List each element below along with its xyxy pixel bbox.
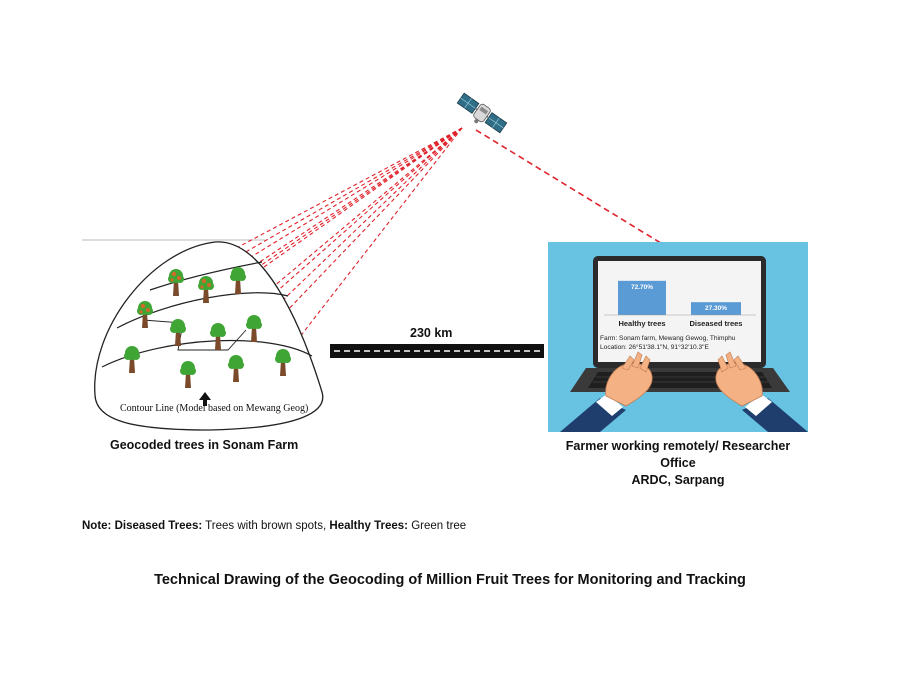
diseased-bar-label: Diseased trees <box>690 319 743 328</box>
hill-outline <box>94 241 324 431</box>
legend-note: Note: Diseased Trees: Trees with brown s… <box>82 520 466 532</box>
office-caption: Farmer working remotely/ Researcher Offi… <box>548 438 808 489</box>
healthy-tree-icon <box>228 355 244 382</box>
contour-line-3 <box>149 261 263 291</box>
farm-hill <box>94 241 324 431</box>
office-caption-line2: ARDC, Sarpang <box>631 473 725 487</box>
office-scene: 72.70% 27.30% Healthy trees Diseased tree… <box>548 242 808 432</box>
note-diseased-term: Diseased Trees: <box>114 520 203 532</box>
contour-arrow-icon <box>199 392 211 406</box>
diseased-tree-icon <box>137 301 153 328</box>
healthy-bar-label: Healthy trees <box>618 319 665 328</box>
screen-location-text: Location: 26°51'38.1"N, 91°32'10.3"E <box>600 343 709 351</box>
office-caption-line1: Farmer working remotely/ Researcher Offi… <box>565 439 791 470</box>
satellite-office-link <box>475 129 683 257</box>
healthy-tree-icon <box>210 323 226 350</box>
healthy-tree-icon <box>246 315 262 342</box>
healthy-value-label: 72.70% <box>631 284 653 291</box>
healthy-tree-icon <box>275 349 291 376</box>
note-diseased-desc: Trees with brown spots, <box>202 520 330 532</box>
farm-caption: Geocoded trees in Sonam Farm <box>110 438 299 452</box>
tree-grid-polygon <box>142 319 247 351</box>
healthy-tree-icon <box>170 319 186 346</box>
distance-label: 230 km <box>410 326 453 340</box>
healthy-tree-icon <box>180 361 196 388</box>
diseased-value-label: 27.30% <box>705 305 727 312</box>
healthy-tree-icon <box>124 346 140 373</box>
tree-group <box>124 267 291 388</box>
left-cuff <box>596 394 623 416</box>
diseased-bar <box>691 302 741 315</box>
figure-caption: Technical Drawing of the Geocoding of Mi… <box>154 572 746 588</box>
distance-road <box>330 344 544 358</box>
screen-bar-chart: 72.70% 27.30% <box>618 280 741 315</box>
right-cuff <box>745 394 772 416</box>
healthy-tree-icon <box>230 267 246 294</box>
healthy-bar <box>618 280 666 315</box>
contour-line-label: Contour Line (Model based on Mewang Geog… <box>120 403 309 414</box>
screen-farm-text: Farm: Sonam farm, Mewang Gewog, Thimphu <box>600 335 736 342</box>
diseased-tree-icon <box>198 276 214 303</box>
note-prefix: Note: <box>82 520 115 532</box>
note-healthy-term: Healthy Trees: <box>329 520 409 532</box>
diseased-tree-icon <box>168 269 184 296</box>
note-healthy-desc: Green tree <box>408 520 467 532</box>
satellite-icon <box>456 92 508 134</box>
